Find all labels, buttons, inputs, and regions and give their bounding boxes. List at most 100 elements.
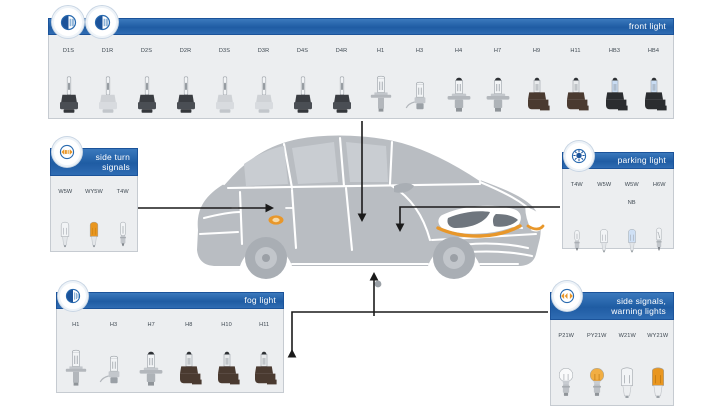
bulb-label-text: D2R: [179, 48, 192, 54]
bulb-illustration: [646, 206, 674, 259]
bulb-label: W5W NB: [618, 173, 646, 209]
bulb-illustration: [563, 206, 591, 259]
bulb-label-text: HB4: [647, 48, 660, 54]
bulb-label: D3S: [205, 39, 244, 57]
bulb-label: T4W: [108, 180, 137, 198]
bulb-label: H11: [245, 313, 283, 331]
bulb-label: D4R: [322, 39, 361, 57]
bulb-label-text: H10: [221, 322, 232, 328]
bulb-illustration: [108, 195, 137, 254]
bulb-illustration: [551, 341, 582, 404]
bulb-label-text: D3S: [218, 48, 231, 54]
bulb-illustration: [517, 54, 556, 119]
front-light-badge-1: [52, 6, 84, 38]
bulb-label-text: D1S: [62, 48, 75, 54]
bulb-illustration: [618, 206, 646, 259]
bulb-label: D2S: [127, 39, 166, 57]
side-repeater-icon: [59, 144, 75, 160]
bulb-illustration: [400, 54, 439, 119]
headlight-icon: [60, 14, 76, 30]
panel-parking-light[interactable]: parking light T4W W5W W5W NB H6W: [562, 141, 674, 253]
side-turn-signals-bulbs: [51, 198, 137, 254]
bulb-illustration: [439, 54, 478, 119]
bulb-label: H6W: [646, 173, 674, 209]
bulb-label-text: HB3: [608, 48, 621, 54]
bulb-label: WY21W: [643, 324, 674, 342]
bulb-label: HB3: [595, 39, 634, 57]
bulb-illustration: [361, 54, 400, 119]
bulb-illustration: [49, 54, 88, 119]
parking-light-body: T4W W5W W5W NB H6W: [562, 169, 674, 253]
bulb-label-text: WY5W: [85, 189, 103, 195]
bulb-label: H11: [556, 39, 595, 57]
front-light-badge-2: [86, 6, 118, 38]
bulb-label-text: T4W: [570, 182, 583, 188]
bulb-label-text: D4R: [335, 48, 348, 54]
bulb-illustration: [595, 54, 634, 119]
bulb-illustration: [127, 54, 166, 119]
bulb-label-text: D3R: [257, 48, 270, 54]
bulb-label: H10: [208, 313, 246, 331]
parking-light-title: parking light: [617, 155, 666, 166]
bulb-illustration: [612, 341, 643, 404]
bulb-label: H4: [439, 39, 478, 57]
bulb-label-text: H6W: [652, 182, 666, 188]
side-signals-warning-badge: [552, 281, 582, 311]
bulb-illustration: [322, 54, 361, 119]
front-corner-highlight: [525, 207, 545, 232]
bulb-illustration: [205, 54, 244, 119]
fog-lamp-highlight: [360, 275, 400, 293]
side-turn-signals-badge: [52, 137, 82, 167]
bulb-illustration: [51, 195, 80, 254]
bulb-label: D3R: [244, 39, 283, 57]
front-light-bulbs: [49, 57, 673, 119]
bulb-label-text: H7: [493, 48, 502, 54]
fog-light-icon: [65, 288, 81, 304]
bulb-label: H9: [517, 39, 556, 57]
bulb-label-text: P21W: [558, 333, 575, 339]
bulb-label: H3: [95, 313, 133, 331]
bulb-label: P21W: [551, 324, 582, 342]
bulb-illustration: [88, 54, 127, 119]
bulb-label-text: H8: [185, 322, 193, 328]
fog-light-title: fog light: [244, 295, 276, 306]
bulb-label: H8: [170, 313, 208, 331]
bulb-label-text: D4S: [296, 48, 309, 54]
fog-light-bulbs: [57, 331, 283, 393]
bulb-label-text: W5W: [597, 182, 612, 188]
bulb-label-text: W21W: [618, 333, 636, 339]
side-signals-warning-bulbs: [551, 342, 673, 404]
bulb-label-text: H11: [259, 322, 270, 328]
side-signals-warning-title: side signals, warning lights: [611, 295, 666, 316]
front-light-title: front light: [628, 21, 666, 32]
headlight-icon: [94, 14, 110, 30]
parking-light-icon: [571, 148, 587, 164]
bulb-label: D4S: [283, 39, 322, 57]
side-repeater-highlight: [268, 215, 284, 225]
bulb-illustration: [208, 328, 246, 393]
parking-light-labels: T4W W5W W5W NB H6W: [563, 169, 673, 209]
bulb-label: HB4: [634, 39, 673, 57]
bulb-label: H7: [132, 313, 170, 331]
bulb-illustration: [57, 328, 95, 393]
bulb-label-text: H1: [72, 322, 80, 328]
bulb-label-text: WY21W: [647, 333, 669, 339]
bulb-label-text: D2S: [140, 48, 153, 54]
bulb-illustration: [643, 341, 674, 404]
bulb-label: H3: [400, 39, 439, 57]
bulb-label-text: H11: [570, 48, 581, 54]
parking-light-badge: [564, 141, 594, 171]
bulb-illustration: [80, 195, 109, 254]
fog-light-badge: [58, 281, 88, 311]
turn-signal-icon: [559, 288, 575, 304]
bulb-label-text: H7: [147, 322, 155, 328]
